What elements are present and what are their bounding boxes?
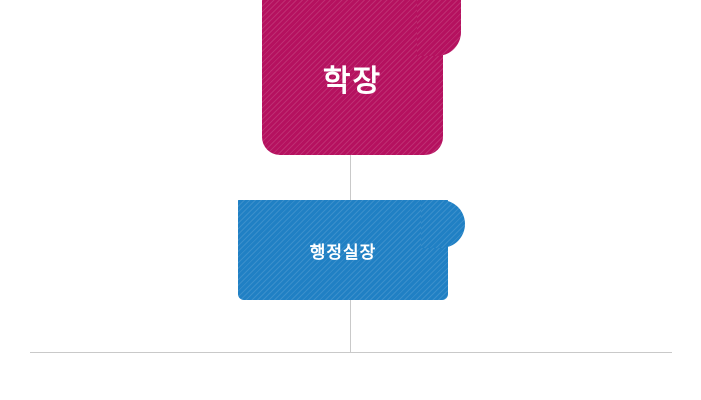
org-node-admin-office-head: 행정실장 bbox=[238, 200, 465, 300]
org-node-admin-ear bbox=[421, 200, 465, 248]
org-node-dean: 학장 bbox=[262, 0, 461, 155]
org-node-dean-label: 학장 bbox=[322, 64, 383, 98]
org-node-dean-background bbox=[262, 0, 443, 155]
org-node-admin-office-head-label: 행정실장 bbox=[309, 242, 377, 262]
org-node-admin-background bbox=[238, 200, 448, 300]
connector-dean-to-admin bbox=[350, 155, 351, 200]
org-node-dean-ear bbox=[417, 0, 461, 56]
connector-admin-to-rail bbox=[350, 300, 351, 352]
connector-children-rail bbox=[30, 352, 672, 353]
